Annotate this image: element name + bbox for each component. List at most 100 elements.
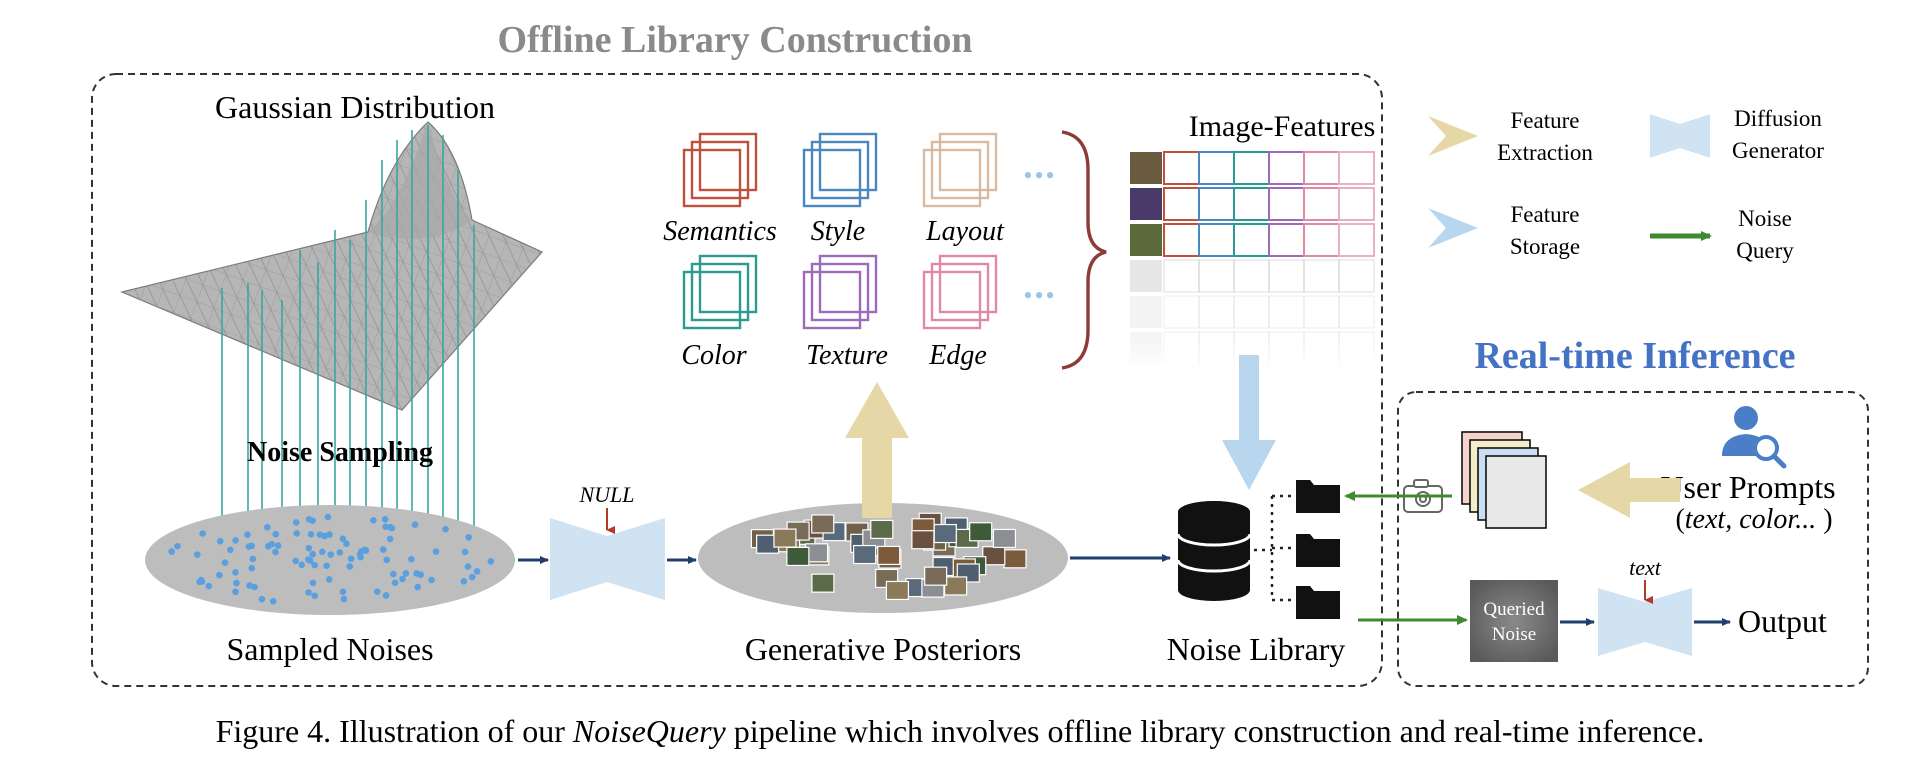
folder-icon-3	[1296, 586, 1340, 619]
queried-noise-line1: Queried	[1483, 599, 1545, 620]
queried-noise-box	[1470, 580, 1558, 662]
noise-dot	[357, 553, 364, 561]
feature-row-thumbnail	[1130, 224, 1162, 256]
feature-grid-cell	[1163, 295, 1200, 329]
noise-dot	[374, 588, 381, 595]
sampled-noises-ellipse	[145, 505, 515, 615]
noise-dot	[249, 555, 257, 563]
output-label: Output	[1738, 603, 1827, 639]
feature-grid-cell	[1198, 187, 1235, 221]
noise-dot	[325, 576, 333, 583]
noise-dot	[432, 548, 440, 555]
feature-icon-texture	[802, 254, 878, 330]
noise-dot	[305, 515, 313, 523]
posterior-thumbnail	[811, 514, 835, 534]
offline-title: Offline Library Construction	[498, 19, 973, 61]
noise-dot	[311, 592, 318, 600]
noise-dot	[323, 562, 330, 570]
noise-dot	[336, 549, 344, 556]
noise-dot	[305, 556, 312, 563]
feature-grid-cell	[1233, 187, 1270, 221]
sampled-noises-label: Sampled Noises	[226, 631, 433, 667]
folder-icon-1	[1296, 480, 1340, 513]
feature-grid-cell	[1303, 223, 1340, 257]
feature-grid-cell	[1338, 259, 1375, 293]
noise-dot	[292, 519, 300, 526]
posterior-thumbnail	[944, 576, 968, 596]
user-prompts-label: User Prompts	[1660, 469, 1835, 505]
feature-grid-cell	[1303, 295, 1340, 329]
feature-grid-cell	[1163, 259, 1200, 293]
prompt-extraction-arrow	[1578, 462, 1680, 518]
curly-brace	[1061, 130, 1107, 370]
feature-grid-cell	[1233, 223, 1270, 257]
feature-row-thumbnail	[1130, 188, 1162, 220]
noise-dot	[305, 544, 313, 552]
noise-dot	[268, 540, 276, 548]
realtime-title: Real-time Inference	[1474, 335, 1795, 377]
noise-dot	[232, 537, 239, 544]
posterior-thumbnail	[911, 530, 935, 550]
noise-dot	[307, 531, 315, 538]
legend-feature-extraction-line2: Extraction	[1497, 140, 1593, 165]
feature-grid-cell	[1233, 295, 1270, 329]
posterior-thumbnail	[853, 544, 877, 565]
feature-grid-cell	[1198, 259, 1235, 293]
posterior-thumbnail	[1003, 549, 1027, 569]
noise-dot	[232, 588, 239, 596]
noise-dot	[321, 532, 328, 540]
feature-grid-cell	[1303, 259, 1340, 293]
library-tree	[1254, 494, 1296, 602]
feature-extraction-arrow	[845, 382, 909, 518]
feature-icon-style	[802, 132, 878, 208]
noise-dot	[408, 555, 415, 563]
noise-dot	[197, 576, 205, 584]
noise-dot	[174, 542, 181, 550]
feature-grid-cell	[1268, 187, 1305, 221]
noise-dot	[298, 561, 306, 569]
legend-diffusion-generator-line1: Diffusion	[1734, 106, 1822, 131]
posterior-thumbnail	[885, 580, 910, 601]
noise-dot	[381, 516, 389, 523]
noise-dot	[205, 582, 213, 590]
noise-dot	[327, 551, 335, 558]
noise-dot	[388, 524, 396, 532]
noise-dot	[370, 516, 377, 524]
feature-grid-cell	[1233, 151, 1270, 185]
noise-dot	[382, 523, 389, 531]
noise-dot	[487, 558, 495, 565]
posterior-thumbnail	[786, 546, 810, 567]
legend: Feature Extraction Diffusion Generator F…	[1428, 106, 1824, 263]
noise-dot	[274, 542, 282, 549]
noise-dot	[442, 525, 449, 533]
feature-row-thumbnail	[1130, 152, 1162, 184]
noise-dot	[258, 595, 266, 603]
noise-dot	[383, 556, 391, 564]
noise-dot	[269, 598, 277, 605]
noise-dot	[319, 548, 326, 556]
legend-noise-query-line1: Noise	[1738, 206, 1792, 231]
feature-grid-cell	[1303, 151, 1340, 185]
legend-noise-query-line2: Query	[1736, 238, 1794, 263]
feature-grid-cell	[1338, 223, 1375, 257]
feature-grid-cell	[1198, 223, 1235, 257]
noise-dot	[413, 570, 420, 577]
realtime-dashed-box	[1397, 391, 1869, 687]
noise-dot	[346, 563, 354, 570]
feature-icon-layout	[922, 132, 998, 208]
user-search-icon	[1722, 406, 1787, 469]
offline-dashed-box	[91, 73, 1383, 687]
noise-dot	[402, 570, 410, 577]
noise-dot	[248, 564, 256, 572]
feature-row-thumbnail	[1130, 260, 1162, 292]
noise-dot	[465, 534, 472, 541]
noise-dot	[227, 546, 234, 554]
noise-dot	[216, 571, 223, 579]
image-features-label: Image-Features	[1189, 110, 1376, 143]
noise-dot	[339, 535, 347, 543]
feature-label-layout: Layout	[925, 216, 1005, 247]
noise-dot	[390, 570, 397, 578]
null-label: NULL	[578, 482, 634, 507]
feature-grid-cell	[1268, 295, 1305, 329]
database-icon	[1176, 501, 1252, 601]
